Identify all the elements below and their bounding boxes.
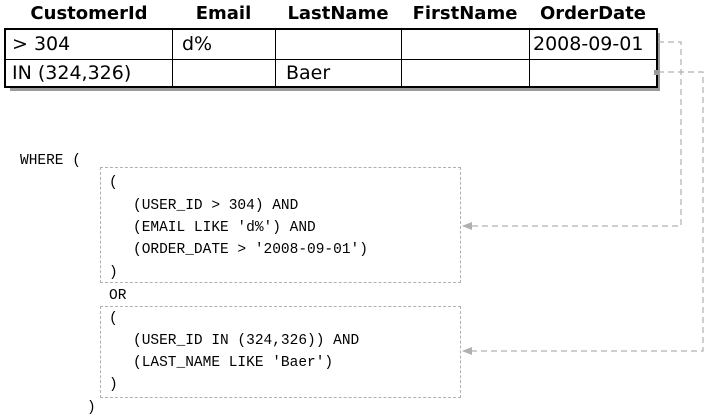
group-1-close-paren: ): [109, 265, 118, 281]
condition-group-2-box: [100, 306, 461, 398]
group-2-close-paren: ): [109, 377, 118, 393]
cell-row2-lastname[interactable]: Baer: [286, 62, 331, 84]
group-1-condition-line: (EMAIL LIKE 'd%') AND: [133, 220, 316, 236]
grid-divider: [529, 30, 530, 86]
cell-row1-orderdate[interactable]: 2008-09-01: [533, 33, 644, 55]
cell-row1-customerid[interactable]: > 304: [12, 33, 71, 55]
column-header-email[interactable]: Email: [195, 3, 252, 24]
group-2-open-paren: (: [109, 311, 118, 327]
grid-divider: [275, 30, 276, 86]
group-1-condition-line: (ORDER_DATE > '2008-09-01'): [133, 242, 368, 258]
sql-where-close: ): [87, 400, 96, 416]
grid-divider: [172, 30, 173, 86]
column-header-orderdate[interactable]: OrderDate: [539, 3, 647, 24]
cell-row1-email[interactable]: d%: [182, 33, 213, 55]
grid-row-divider: [6, 59, 656, 60]
condition-group-1-box: [100, 167, 461, 283]
criteria-grid: > 304 d% 2008-09-01 IN (324,326) Baer: [4, 28, 658, 88]
group-2-condition-line: (USER_ID IN (324,326)) AND: [133, 333, 360, 349]
group-1-open-paren: (: [109, 175, 118, 191]
column-header-firstname[interactable]: FirstName: [412, 3, 518, 24]
or-keyword: OR: [109, 288, 127, 304]
connector-row2-start-marker: [654, 70, 659, 75]
group-1-condition-line: (USER_ID > 304) AND: [133, 198, 299, 214]
column-header-lastname[interactable]: LastName: [287, 3, 389, 24]
column-header-customerid[interactable]: CustomerId: [30, 3, 148, 24]
sql-where-open: WHERE (: [20, 153, 81, 169]
connector-row2-arrow: [462, 71, 704, 355]
group-2-condition-line: (LAST_NAME LIKE 'Baer'): [133, 355, 334, 371]
grid-divider: [401, 30, 402, 86]
connector-row1-arrow: [462, 41, 682, 230]
cell-row2-customerid[interactable]: IN (324,326): [12, 62, 132, 84]
